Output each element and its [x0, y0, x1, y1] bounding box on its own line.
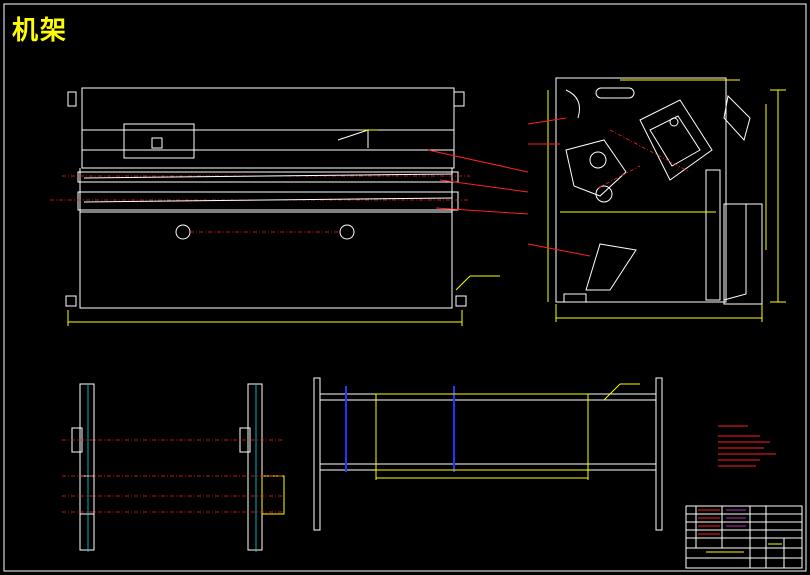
plan-view	[313, 377, 663, 531]
drawing-title: 机架	[12, 16, 69, 46]
drawing-frame	[3, 3, 807, 572]
title-block	[685, 505, 803, 569]
front-view	[50, 87, 529, 326]
technical-notes	[718, 425, 776, 467]
section-view	[62, 383, 285, 552]
side-view	[527, 77, 786, 322]
